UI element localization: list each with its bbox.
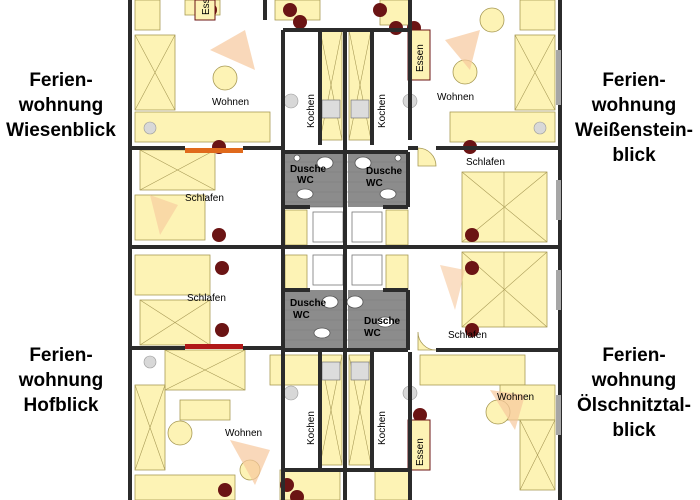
kitchen-bottom-left (319, 354, 343, 466)
room-label-schlafen-bl: Schlafen (187, 293, 226, 304)
room-label-kochen-tl: Kochen (306, 94, 317, 128)
room-label-schlafen-br: Schlafen (448, 330, 487, 341)
apartment-label-line: Hofblick (23, 395, 99, 416)
apartment-label-line: Ferien- (29, 70, 93, 91)
walls (128, 0, 562, 500)
bath-label-wc-bl: WC (293, 310, 310, 321)
radiator-orange (185, 148, 243, 153)
room-label-essen-top-left: Essen (201, 0, 212, 15)
bath-label-wc-tr: WC (366, 178, 383, 189)
kitchen-top-left (319, 29, 343, 141)
room-label-kochen-bl: Kochen (306, 411, 317, 445)
room-label-wohnen-tr: Wohnen (437, 92, 474, 103)
room-label-wohnen-bl: Wohnen (225, 428, 262, 439)
apartment-label-line: wohnung (591, 370, 677, 391)
room-label-kochen-br: Kochen (377, 411, 388, 445)
apartment-label-oelschnitztalblick: Ferien- wohnung Ölschnitztal- blick (568, 343, 700, 443)
room-label-wohnen-tl: Wohnen (212, 97, 249, 108)
bath-label-wc-br: WC (364, 328, 381, 339)
bath-label-dusche-br: Dusche (364, 316, 401, 327)
apartment-label-line: Wiesenblick (6, 120, 116, 141)
apartment-label-line: Ferien- (602, 345, 666, 366)
apartment-label-line: Ölschnitztal- (576, 395, 691, 416)
apartment-label-line: wohnung (18, 370, 104, 391)
room-label-kochen-tr: Kochen (377, 94, 388, 128)
apartment-label-wiesenblick: Ferien- wohnung Wiesenblick (0, 68, 122, 143)
apartment-label-weissensteinblick: Ferien- wohnung Weißenstein- blick (568, 68, 700, 168)
room-label-essen-tr: Essen (415, 44, 426, 72)
apartment-label-hofblick: Ferien- wohnung Hofblick (0, 343, 122, 418)
bath-label-dusche-tl: Dusche (290, 164, 327, 175)
bath-label-dusche-bl: Dusche (290, 298, 327, 309)
lamp-glow (150, 30, 525, 485)
room-label-schlafen-tl: Schlafen (185, 193, 224, 204)
radiator-red (185, 344, 243, 349)
apartment-label-line: blick (612, 145, 656, 166)
apartment-label-line: wohnung (591, 95, 677, 116)
bath-label-dusche-tr: Dusche (366, 166, 403, 177)
apartment-label-line: wohnung (18, 95, 104, 116)
apartment-label-line: Ferien- (29, 345, 93, 366)
apartment-label-line: Ferien- (602, 70, 666, 91)
room-label-essen-br: Essen (415, 438, 426, 466)
room-label-wohnen-br: Wohnen (497, 392, 534, 403)
bath-label-wc-tl: WC (297, 175, 314, 186)
kitchen-bottom-right (348, 354, 372, 466)
apartment-label-line: Weißenstein- (575, 120, 693, 141)
kitchen-top-right (348, 29, 372, 141)
apartment-label-line: blick (612, 420, 656, 441)
room-label-schlafen-tr: Schlafen (466, 157, 505, 168)
